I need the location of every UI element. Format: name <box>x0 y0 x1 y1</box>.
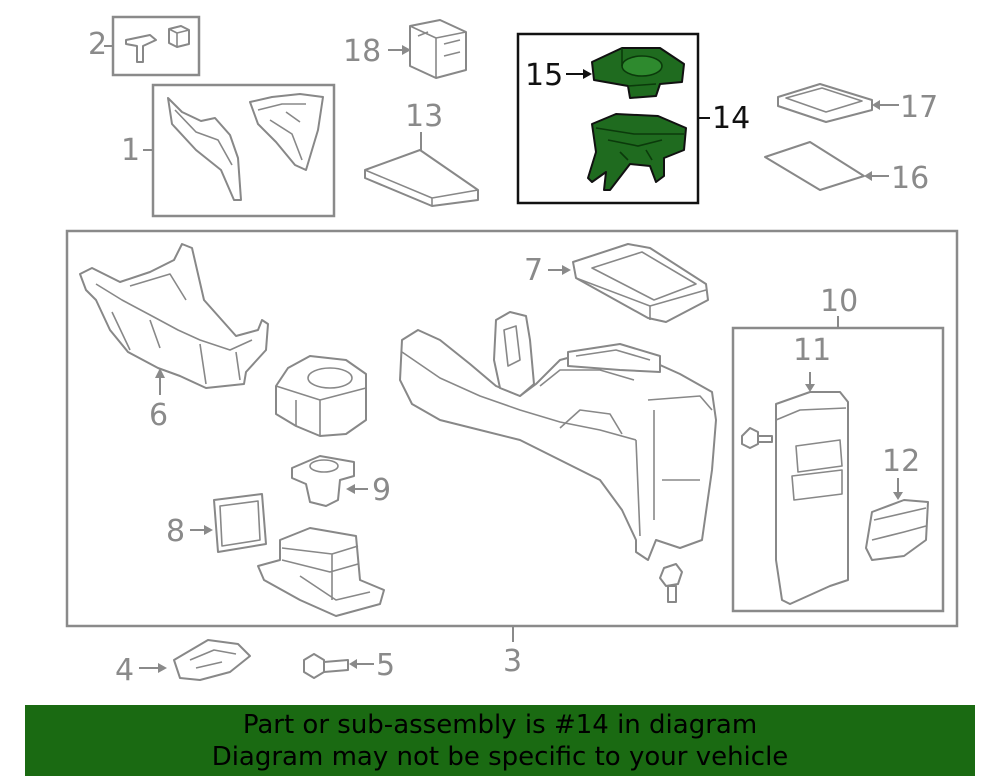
console-body[interactable] <box>399 311 717 561</box>
callout-8: 8 <box>166 514 185 549</box>
callout-6: 6 <box>149 398 168 433</box>
part-4-group[interactable]: 4 <box>115 639 251 688</box>
part-9-group[interactable]: 9 <box>291 455 391 508</box>
callout-2: 2 <box>88 27 107 62</box>
callout-14: 14 <box>712 101 750 136</box>
callout-11: 11 <box>793 333 831 368</box>
part-16-group[interactable]: 16 <box>764 141 929 196</box>
part-8-group[interactable]: 8 <box>166 493 267 553</box>
part-18-group[interactable]: 18 <box>343 19 467 79</box>
part-6-group[interactable]: 6 <box>79 243 269 433</box>
part-14-shape[interactable] <box>587 113 687 191</box>
callout-17: 17 <box>900 90 938 125</box>
part-2-group[interactable]: 2 <box>88 15 201 77</box>
callout-18: 18 <box>343 34 381 69</box>
part-15-shape[interactable] <box>591 47 685 99</box>
part-13-group[interactable]: 13 <box>364 99 479 207</box>
lower-tray[interactable] <box>257 527 385 617</box>
part-7-group[interactable]: 7 <box>524 243 709 323</box>
cup-holder-bin[interactable] <box>275 355 367 437</box>
part-17-group[interactable]: 17 <box>777 83 938 125</box>
callout-4: 4 <box>115 653 134 688</box>
callout-1: 1 <box>121 133 140 168</box>
callout-3: 3 <box>503 644 522 679</box>
console-bolt[interactable] <box>659 563 683 603</box>
callout-9: 9 <box>372 473 391 508</box>
banner-line-2: Diagram may not be specific to your vehi… <box>211 741 789 772</box>
info-banner: Part or sub-assembly is #14 in diagram D… <box>25 705 975 776</box>
callout-16: 16 <box>891 161 929 196</box>
callout-13: 13 <box>405 99 443 134</box>
callout-12: 12 <box>882 444 920 479</box>
part-14-group[interactable]: 15 14 <box>516 32 750 205</box>
callout-7: 7 <box>524 253 543 288</box>
part-1-group[interactable]: 1 <box>121 83 336 218</box>
part-5-group[interactable]: 5 <box>303 648 395 683</box>
part-10-group[interactable]: 10 11 12 <box>731 284 945 613</box>
callout-10: 10 <box>820 284 858 319</box>
callout-15: 15 <box>525 58 563 93</box>
callout-5: 5 <box>376 648 395 683</box>
parts-diagram: 2 1 18 13 <box>65 15 959 688</box>
banner-line-1: Part or sub-assembly is #14 in diagram <box>242 709 758 740</box>
